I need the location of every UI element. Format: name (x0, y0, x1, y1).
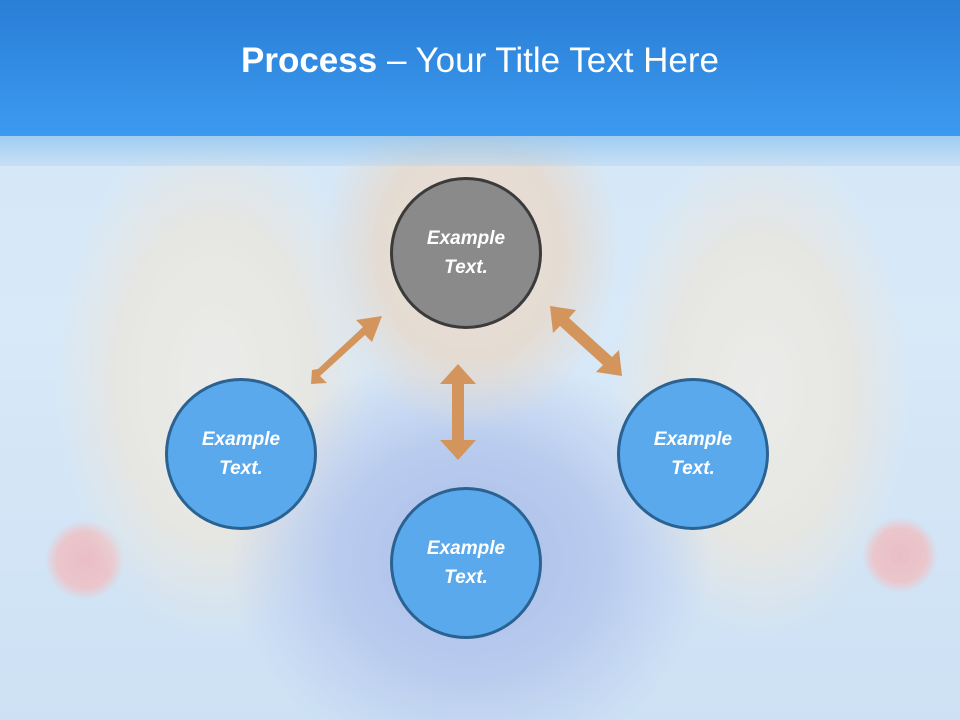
node-right-label: Example Text. (653, 429, 733, 479)
title-bar-band (0, 136, 960, 166)
arrow-top-left (311, 316, 382, 384)
title-bold: Process (241, 41, 378, 80)
node-top: Example Text. (390, 177, 542, 329)
node-top-label: Example Text. (426, 228, 506, 278)
title-bar: Process – Your Title Text Here (0, 0, 960, 136)
slide-title: Process – Your Title Text Here (241, 41, 719, 81)
node-left: Example Text. (165, 378, 317, 530)
node-bottom-label: Example Text. (426, 538, 506, 588)
arrow-vertical (440, 364, 476, 460)
node-right: Example Text. (617, 378, 769, 530)
title-rest: – Your Title Text Here (377, 41, 719, 80)
arrow-top-right (550, 306, 622, 376)
node-left-label: Example Text. (201, 429, 281, 479)
node-bottom: Example Text. (390, 487, 542, 639)
